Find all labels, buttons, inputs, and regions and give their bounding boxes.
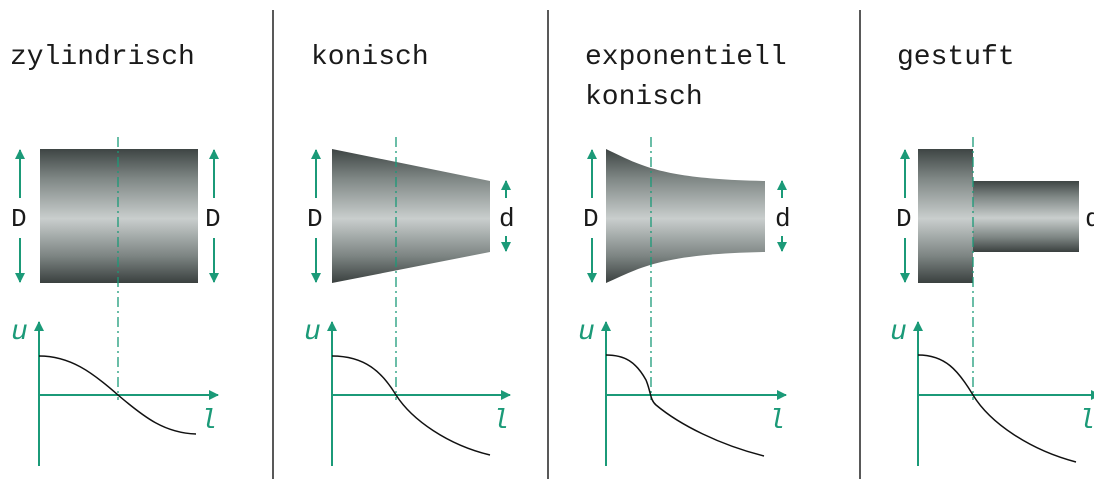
- horn-body-step-small: [973, 181, 1079, 252]
- x-axis-label: l: [768, 406, 785, 437]
- panel-title: konisch: [311, 42, 429, 73]
- horn-body-exponential: [606, 149, 765, 283]
- panel-exponential: exponentiell konisch D d u l: [578, 42, 791, 466]
- amplitude-curve: [917, 354, 1077, 463]
- horn-body-step-large: [918, 149, 973, 283]
- panel-title-line2: konisch: [585, 82, 703, 113]
- y-axis-label: u: [304, 317, 321, 348]
- dimension-label-right: d: [499, 204, 515, 234]
- amplitude-curve: [38, 355, 197, 435]
- panel-title: zylindrisch: [10, 42, 195, 73]
- amplitude-curve: [331, 355, 491, 456]
- horn-body-cylinder: [40, 149, 198, 283]
- dimension-label-left: D: [11, 204, 27, 234]
- x-axis-label: l: [200, 406, 217, 437]
- dimension-label-left: D: [896, 204, 912, 234]
- y-axis-label: u: [11, 317, 28, 348]
- dimension-label-left: D: [583, 204, 599, 234]
- panel-conical: konisch D d u l: [304, 42, 515, 466]
- horn-body-cone: [332, 149, 490, 283]
- dimension-label-left: D: [307, 204, 323, 234]
- panel-cylindrical: zylindrisch D D u l: [10, 42, 221, 466]
- y-axis-label: u: [578, 317, 595, 348]
- x-axis-label: l: [492, 406, 509, 437]
- dimension-label-right: d: [1085, 204, 1094, 234]
- dimension-label-right: D: [205, 204, 221, 234]
- amplitude-curve: [605, 354, 765, 457]
- x-axis-label: l: [1078, 406, 1094, 437]
- y-axis-label: u: [890, 317, 907, 348]
- panel-title: gestuft: [897, 42, 1015, 73]
- dimension-label-right: d: [775, 204, 791, 234]
- panel-stepped: gestuft D d u l: [890, 42, 1094, 466]
- panel-title: exponentiell: [585, 42, 787, 73]
